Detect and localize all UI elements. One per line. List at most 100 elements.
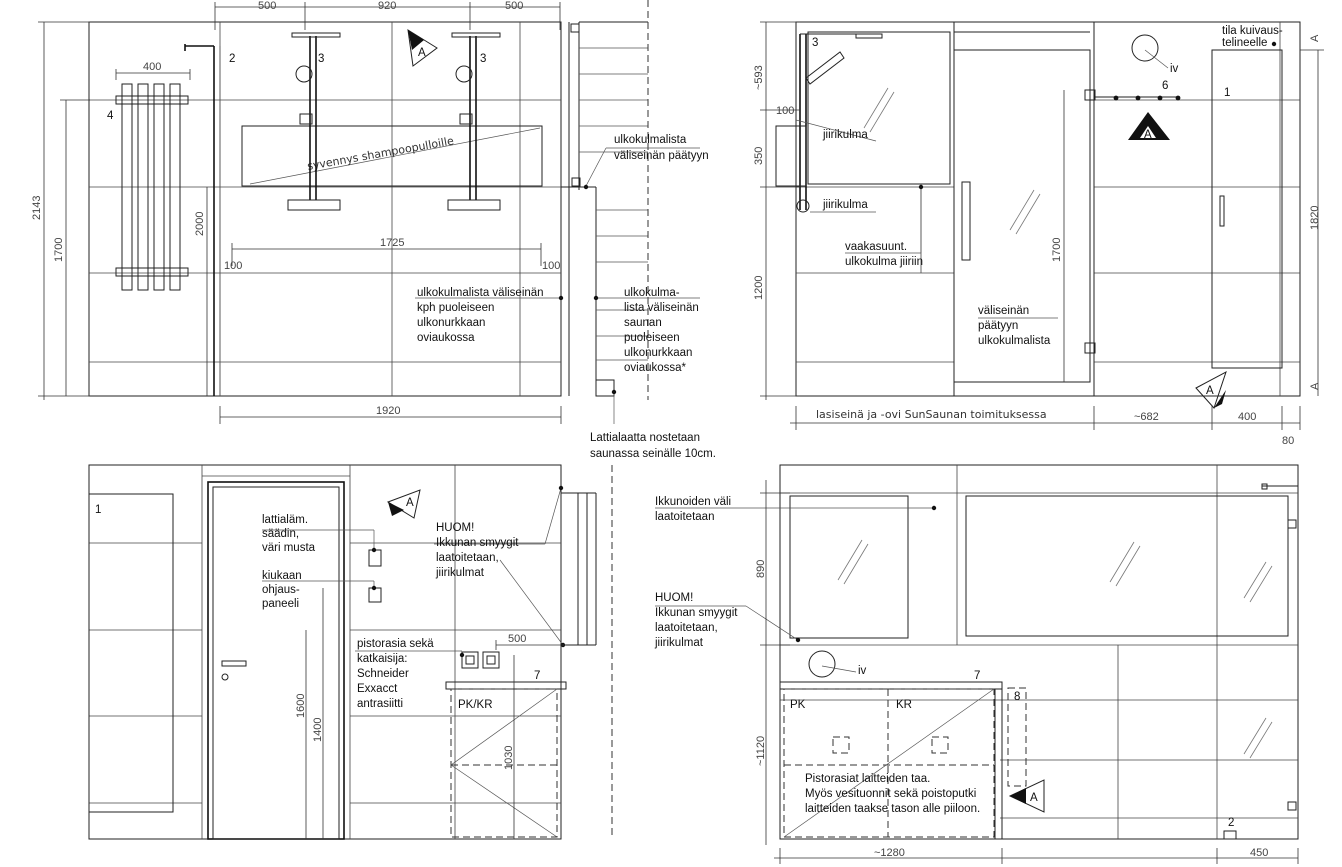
nw-partition-wall: [561, 0, 649, 400]
ne-dim-682: ~682: [1134, 411, 1159, 423]
ne-dim-1700: 1700: [1051, 238, 1063, 262]
ne-note-vertical: vaakasuunt. ulkokulma jiiriin: [845, 241, 923, 268]
ne-marker-6: 6: [1162, 80, 1168, 92]
se-kr-label: KR: [896, 699, 912, 711]
sw-switch: [482, 651, 500, 669]
se-window-right: [965, 495, 1289, 637]
ne-section-marker-2: [1195, 370, 1227, 409]
sw-dim-1400: 1400: [312, 718, 324, 742]
se-iv-label: iv: [858, 665, 867, 677]
ne-iv-label: iv: [1170, 63, 1179, 75]
nw-niche-label: syvennys shampoopulloille: [306, 134, 455, 173]
se-dim-1120: ~1120: [755, 736, 767, 766]
nw-shower-set-2: [447, 32, 501, 211]
elevation-ne: 3 1 tila kuivaus- telineelle 6 iv A A ji…: [753, 21, 1324, 447]
ne-side-a-2: A: [1309, 382, 1321, 390]
sw-cabinet-label: PK/KR: [458, 699, 493, 711]
nw-dim-100a: 100: [224, 260, 242, 272]
sw-tile-grid: [89, 465, 561, 839]
ne-note-wall: väliseinän päätyyn ulkokulmalista: [978, 305, 1051, 347]
nw-note-profile-end: ulkokulmalista väliseinän päätyyn: [614, 134, 709, 162]
ne-marker-1: 1: [1224, 87, 1230, 99]
ne-glass-door: [953, 49, 1091, 383]
se-wall-outline: [779, 464, 1299, 840]
nw-dim-2000: 2000: [194, 212, 206, 236]
sw-marker-7: 7: [534, 670, 540, 682]
nw-dim-920: 920: [378, 0, 396, 12]
elevation-sw: 1 PK/KR 7 A: [88, 464, 613, 840]
ne-drying-cabinet: [1211, 49, 1283, 369]
sw-note-huom: HUOM! Ikkunan smyygit laatoitetaan, jiir…: [435, 522, 522, 579]
sw-socket: [461, 651, 479, 669]
se-appliance-cabinet: [783, 688, 995, 838]
nw-shower-set-1: [287, 32, 341, 211]
ne-wall-outline: [795, 21, 1301, 397]
nw-dim-400: 400: [143, 61, 161, 73]
nw-section-marker: [407, 29, 438, 67]
ne-side-a-1: A: [1309, 34, 1321, 42]
sw-door-lock: [221, 673, 229, 681]
se-note-tiled: Ikkunoiden väli laatoitetaan: [655, 496, 734, 523]
se-marker-8: 8: [1014, 691, 1020, 703]
ne-ventilation-valve: [1131, 34, 1159, 62]
se-pk-label: PK: [790, 699, 806, 711]
se-tile-grid: [780, 465, 1298, 839]
ne-marker-3: 3: [812, 37, 818, 49]
nw-marker-3a: 3: [318, 53, 324, 65]
ne-section-marker: [1128, 112, 1170, 140]
sw-note-floor-heat: lattialäm. säädin, väri musta: [262, 514, 316, 554]
se-socket-right: [931, 736, 949, 754]
sw-door-handle: [221, 660, 247, 667]
sw-dim-1030: 1030: [503, 746, 515, 770]
nw-dim-1700: 1700: [53, 238, 65, 262]
nw-dim-100b: 100: [542, 260, 560, 272]
elevation-se: iv PK KR 7 8 A 2 Ikkunoiden väli laatoit…: [654, 464, 1299, 864]
nw-dim-1920: 1920: [376, 405, 400, 417]
se-window-left: [789, 495, 909, 639]
ne-dim-593: ~593: [753, 65, 765, 90]
ne-dim-350: 350: [753, 147, 765, 165]
ne-caption: lasiseinä ja -ovi SunSaunan toimituksess…: [816, 408, 1047, 421]
sw-floor-heat-control: [368, 549, 382, 567]
nw-niche-slope: [249, 127, 541, 185]
nw-section-marker-label: A: [418, 47, 426, 59]
se-section-marker-label: A: [1030, 792, 1038, 804]
sw-countertop: [445, 681, 567, 690]
nw-top-dimension: [214, 2, 561, 30]
se-note-sockets: Pistorasiat laitteiden taa. Myös vesituo…: [805, 773, 980, 815]
nw-dim-500b: 500: [505, 0, 523, 12]
nw-dim-1725: 1725: [380, 237, 404, 249]
nw-tile-grid: [89, 22, 561, 396]
ne-dim-80: 80: [1282, 435, 1294, 447]
ne-note-dryer: tila kuivaus- telineelle: [1222, 25, 1286, 49]
nw-dim-2143: 2143: [31, 196, 43, 220]
nw-marker-3b: 3: [480, 53, 486, 65]
ne-dim-400: 400: [1238, 411, 1256, 423]
nw-towel-radiator: [115, 83, 189, 291]
se-socket-left: [832, 736, 850, 754]
se-marker-2: 2: [1228, 817, 1234, 829]
ne-glass-panel: [807, 31, 951, 185]
nw-note-floor: Lattialaatta nostetaan saunassa seinälle…: [590, 432, 716, 460]
nw-marker-2: 2: [229, 53, 235, 65]
ne-door-handle: [961, 181, 971, 261]
ne-section-marker-2-label: A: [1206, 385, 1214, 397]
sw-dim-1600: 1600: [295, 694, 307, 718]
ne-note-mitre-2: jiirikulma: [822, 199, 868, 211]
se-marker-7: 7: [974, 670, 980, 682]
sw-appliance-cabinet: [450, 688, 558, 838]
nw-shampoo-niche: [241, 125, 543, 187]
nw-note-sauna: ulkokulma- lista väliseinän saunan puole…: [624, 287, 702, 374]
elevation-nw: syvennys shampoopulloille 2 4 400: [31, 0, 716, 460]
nw-dim-500a: 500: [258, 0, 276, 12]
sw-note-socket: pistorasia sekä katkaisija: Schneider Ex…: [357, 638, 437, 710]
sw-window-reveal: [561, 465, 613, 839]
ne-dim-1200: 1200: [753, 276, 765, 300]
ne-shower-set: [775, 33, 883, 213]
sw-tall-cabinet: [88, 493, 174, 813]
ne-note-mitre-1: jiirikulma: [822, 129, 868, 141]
sw-kiuas-panel: [368, 587, 382, 603]
nw-note-kph: ulkokulmalista väliseinän kph puoleiseen…: [417, 287, 547, 344]
sw-marker-1: 1: [95, 504, 101, 516]
